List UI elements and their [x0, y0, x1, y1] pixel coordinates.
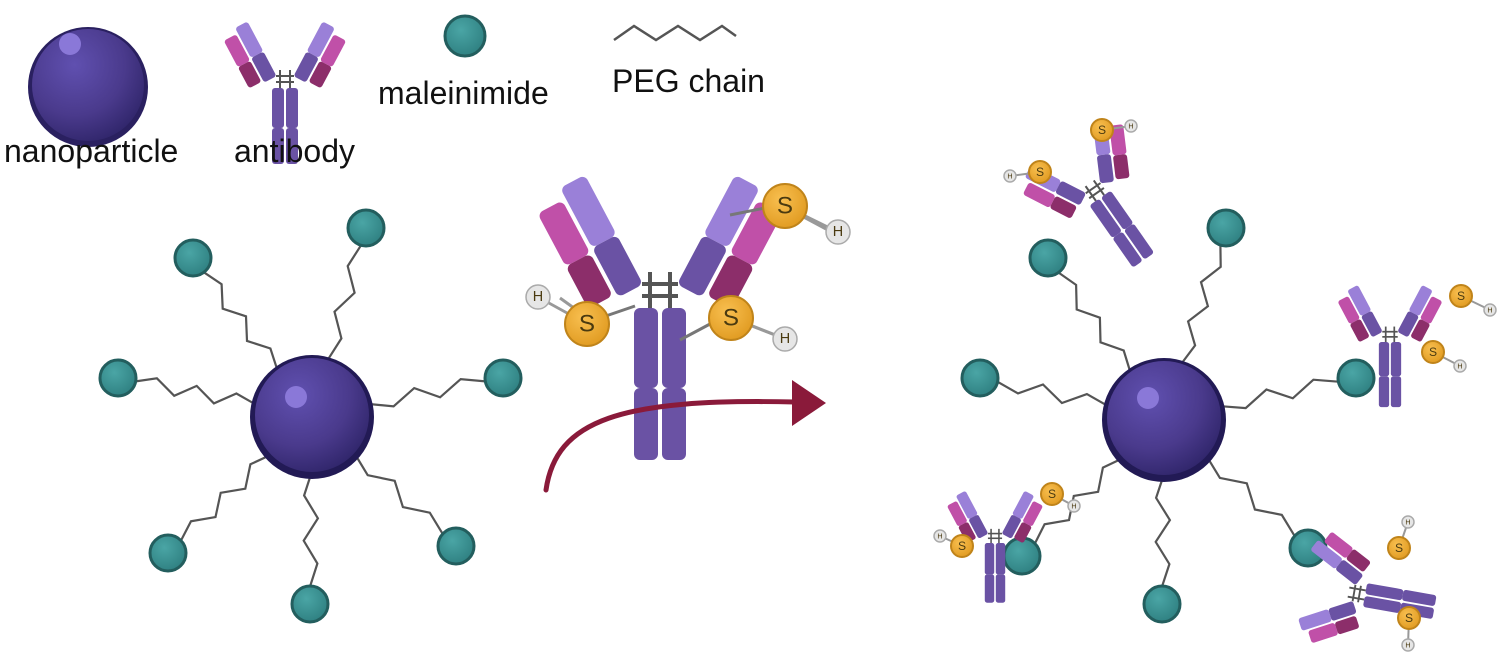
maleimide — [1028, 238, 1068, 278]
hydrogen-symbol: H — [1487, 306, 1492, 315]
sulfur-atom: S — [708, 295, 754, 341]
functionalized-nanoparticle — [98, 208, 523, 624]
hydrogen-symbol: H — [780, 331, 790, 347]
legend-peg-label: PEG chain — [612, 63, 765, 99]
sulfur-symbol: S — [1405, 611, 1413, 625]
hydrogen-atom: H — [825, 219, 851, 245]
sulfur-symbol: S — [777, 193, 793, 220]
legend-maleimide-label: maleinimide — [378, 75, 549, 111]
peg-chain — [1033, 457, 1123, 544]
legend-nanoparticle-icon — [28, 27, 148, 147]
hydrogen-symbol: H — [833, 224, 843, 240]
peg-chain — [368, 377, 486, 408]
peg-chain — [997, 380, 1108, 407]
hydrogen-atom: H — [1453, 359, 1467, 373]
hydrogen-symbol: H — [1071, 502, 1076, 511]
legend: nanoparticle antibody maleinimide PEG ch… — [4, 14, 765, 169]
sulfur-symbol: S — [1429, 345, 1437, 359]
reaction-arrow-head — [792, 380, 826, 426]
hydrogen-atom: H — [1124, 119, 1138, 133]
maleimide-groups — [98, 208, 523, 624]
peg-chain — [1154, 475, 1172, 587]
hydrogen-atom: H — [1003, 169, 1017, 183]
sulfur-symbol: S — [1457, 289, 1465, 303]
maleimide — [960, 358, 1000, 398]
sulfur-symbol: S — [1098, 123, 1106, 137]
legend-peg-icon — [613, 24, 737, 42]
peg-chain — [353, 453, 444, 535]
legend-maleimide-icon — [443, 14, 487, 58]
antibody-conjugated-nanoparticle: S H S H S H S H S H S H S H S H — [933, 105, 1497, 658]
hydrogen-atom: H — [1401, 515, 1415, 529]
peg-chains — [135, 244, 486, 587]
maleimide — [148, 533, 188, 573]
legend-antibody-label: antibody — [234, 133, 355, 169]
hydrogen-symbol: H — [937, 532, 942, 541]
sulfur-atom: S — [1449, 284, 1473, 308]
maleimide — [1142, 584, 1182, 624]
peg-chain — [180, 454, 271, 542]
hydrogen-symbol: H — [533, 289, 543, 305]
maleimide — [483, 358, 523, 398]
sulfur-atom: S — [1387, 536, 1411, 560]
maleimide — [1336, 358, 1376, 398]
sulfur-atom: S — [1040, 482, 1064, 506]
hydrogen-symbol: H — [1128, 122, 1133, 131]
sulfur-atom: S — [1397, 606, 1421, 630]
reaction-arrow-shaft — [543, 399, 798, 493]
peg-chain — [203, 271, 279, 370]
peg-chains-conjugated — [997, 245, 1339, 587]
maleimide — [290, 584, 330, 624]
maleimide-groups-conjugated — [960, 208, 1376, 624]
legend-nanoparticle-label: nanoparticle — [4, 133, 178, 169]
sulfur-symbol: S — [723, 305, 739, 332]
sulfur-atom: S — [1421, 340, 1445, 364]
maleimide — [436, 526, 476, 566]
peg-chain — [302, 472, 320, 587]
sulfur-atom: S — [564, 301, 610, 347]
maleimide — [1206, 208, 1246, 248]
nanoparticle-core — [250, 355, 374, 479]
sulfur-symbol: S — [1048, 487, 1056, 501]
sulfur-symbol: S — [1395, 541, 1403, 555]
hydrogen-atom: H — [772, 326, 798, 352]
sulfur-symbol: S — [1036, 165, 1044, 179]
peg-chain — [135, 377, 256, 406]
sulfur-symbol: S — [958, 539, 966, 553]
hydrogen-atom: H — [933, 529, 947, 543]
maleimide — [1002, 536, 1042, 576]
maleimide — [173, 238, 213, 278]
thiol-groups: S H S H S H — [525, 183, 851, 352]
maleimide — [98, 358, 138, 398]
maleimide — [346, 208, 386, 248]
peg-chain — [1057, 271, 1132, 372]
thiol-groups-conjugated: S H S H S H S H S H S H S H S H — [933, 118, 1497, 652]
hydrogen-symbol: H — [1405, 518, 1410, 527]
peg-chain — [1220, 378, 1339, 410]
peg-chain — [1181, 245, 1222, 364]
hydrogen-atom: H — [1067, 499, 1081, 513]
sulfur-symbol: S — [579, 311, 595, 338]
bound-antibody — [1292, 524, 1446, 658]
hydrogen-symbol: H — [1457, 362, 1462, 371]
sulfur-atom: S — [1090, 118, 1114, 142]
hydrogen-symbol: H — [1007, 172, 1012, 181]
sulfur-atom: S — [762, 183, 808, 229]
nanoparticle-core-conjugated — [1102, 358, 1226, 482]
hydrogen-symbol: H — [1405, 641, 1410, 650]
sulfur-atom: S — [1028, 160, 1052, 184]
hydrogen-atom: H — [525, 284, 551, 310]
peg-chain — [327, 244, 362, 360]
hydrogen-atom: H — [1401, 638, 1415, 652]
peg-chain — [1206, 456, 1296, 537]
sulfur-atom: S — [950, 534, 974, 558]
hydrogen-atom: H — [1483, 303, 1497, 317]
